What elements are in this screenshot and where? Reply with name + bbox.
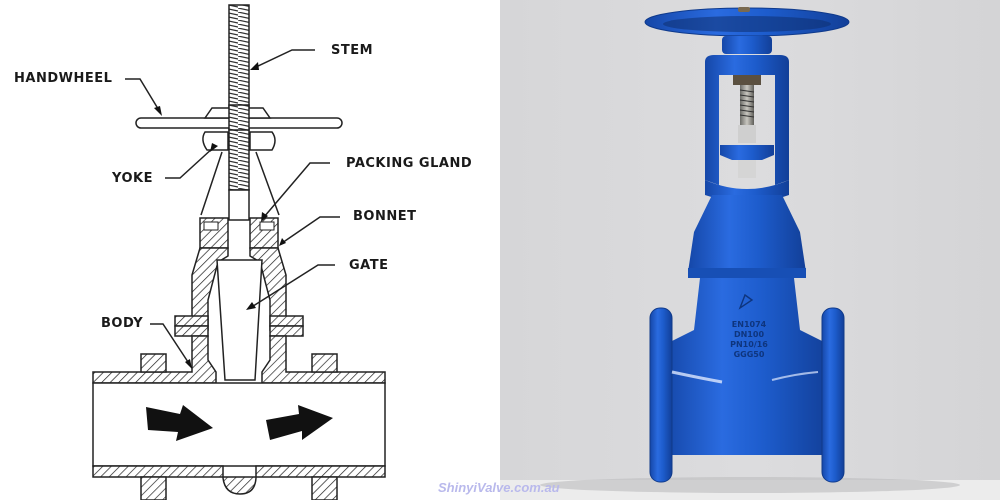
casting-marks: EN1074 DN100 PN10/16 GGG50 <box>730 320 768 359</box>
bonnet <box>174 247 304 331</box>
flow-arrow-icon <box>146 405 213 441</box>
photo-bonnet <box>688 195 806 272</box>
body <box>92 325 386 500</box>
svg-text:PN10/16: PN10/16 <box>730 340 768 349</box>
handwheel <box>135 104 343 131</box>
packing-gland <box>199 217 279 249</box>
leader-arrowheads <box>154 62 286 369</box>
watermark: ShinyiValve.com.au <box>438 480 560 495</box>
flow-arrow-icon <box>266 405 333 440</box>
svg-text:EN1074: EN1074 <box>732 320 767 329</box>
svg-text:DN100: DN100 <box>734 330 764 339</box>
photo-body: EN1074 DN100 PN10/16 GGG50 <box>649 278 845 483</box>
gate-valve-photo: EN1074 DN100 PN10/16 GGG50 <box>540 7 960 493</box>
product-photo: EN1074 DN100 PN10/16 GGG50 <box>500 0 1000 500</box>
diagram-panel: STEM HANDWHEEL YOKE PACKING GLAND BONNET… <box>14 4 473 500</box>
label-body: BODY <box>101 316 144 331</box>
photo-handwheel <box>644 7 850 54</box>
label-yoke: YOKE <box>112 171 153 186</box>
leader-lines <box>125 49 340 366</box>
stem <box>228 4 250 221</box>
label-bonnet: BONNET <box>353 209 417 224</box>
photo-yoke <box>705 55 789 203</box>
svg-text:GGG50: GGG50 <box>734 350 765 359</box>
label-packing-gland: PACKING GLAND <box>346 156 473 171</box>
gate <box>216 259 263 381</box>
gate-valve-diagram <box>92 4 386 500</box>
label-handwheel: HANDWHEEL <box>14 71 113 86</box>
label-stem: STEM <box>331 43 374 58</box>
label-gate: GATE <box>349 258 389 273</box>
